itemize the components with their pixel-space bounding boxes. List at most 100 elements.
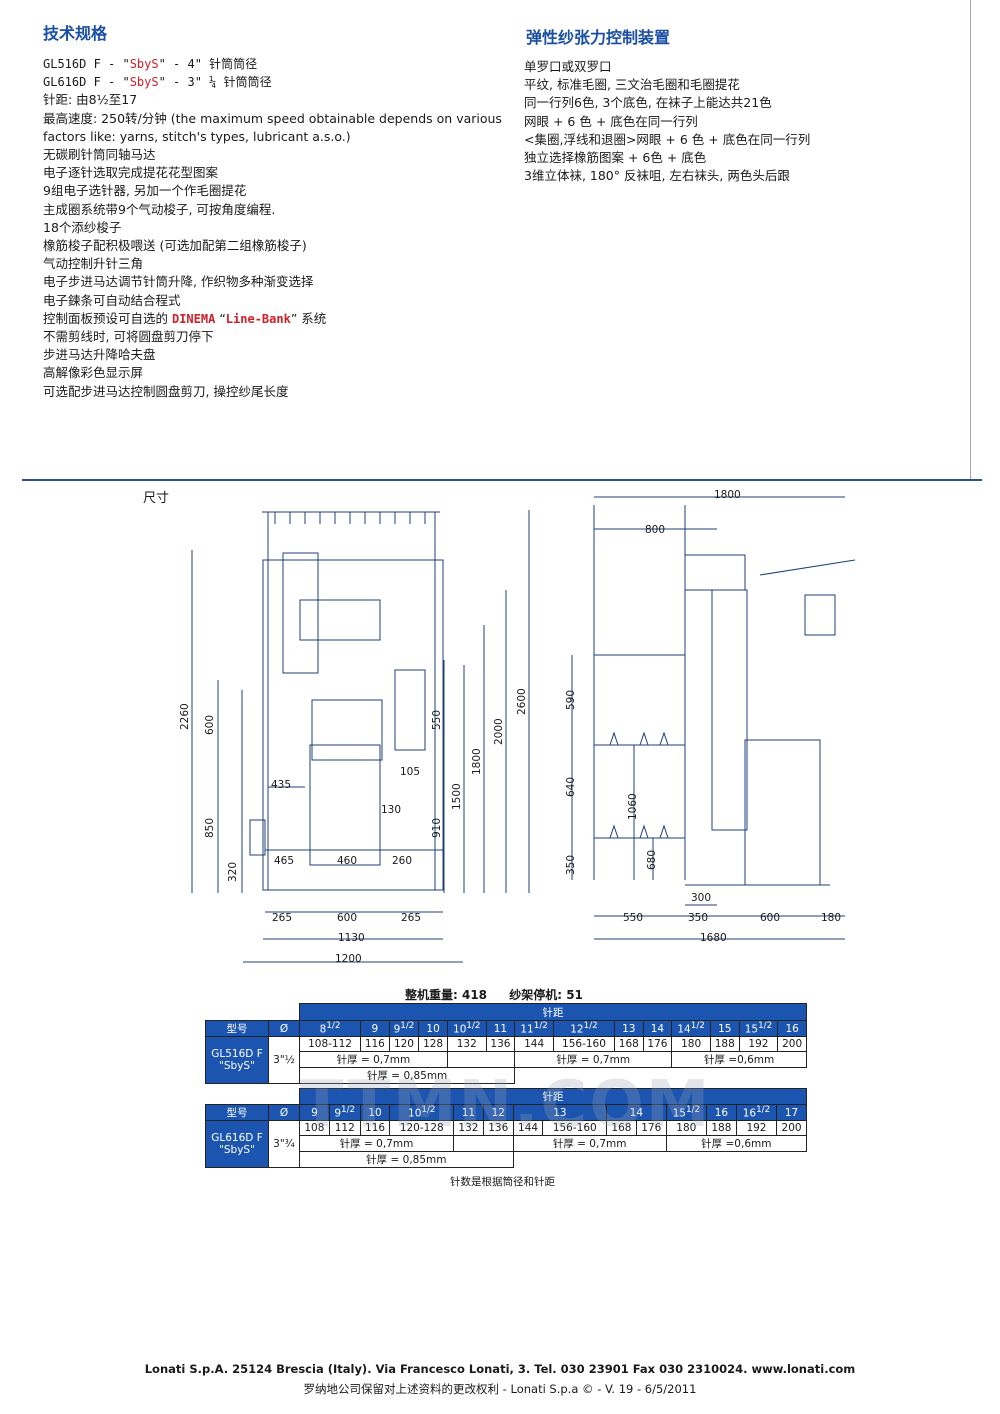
needle-cell: 128 <box>418 1036 448 1052</box>
gauge-cell: 11 <box>453 1104 484 1121</box>
gauge-cell: 151/2 <box>738 1020 779 1037</box>
gauge-cell: 81/2 <box>298 1020 362 1037</box>
dim-600-width: 600 <box>337 912 357 924</box>
front-dimension-labels: 2260 600 850 320 2600 2000 1800 1500 550… <box>179 688 528 965</box>
table1-thickness-b: 针厚 = 0,7mm <box>514 1051 673 1068</box>
dim-side-800: 800 <box>645 524 665 536</box>
spec-line: factors like: yarns, stitch's types, lub… <box>43 128 351 144</box>
tension-line: 同一行列6色, 3个底色, 在袜子上能达共21色 <box>524 95 772 111</box>
table2-empty <box>513 1152 806 1168</box>
dim-2260: 2260 <box>179 703 191 730</box>
spec-title: 技术规格 <box>43 24 108 43</box>
needle-cell: 188 <box>709 1036 740 1052</box>
front-pipe <box>282 552 319 674</box>
dim-side-350: 350 <box>688 912 708 924</box>
table2-thickness-d: 针厚 = 0,85mm <box>299 1151 514 1168</box>
tension-title: 弹性纱张力控制装置 <box>526 28 671 47</box>
gauge-cell: 151/2 <box>665 1104 707 1121</box>
gauge-cell: 10 <box>359 1104 391 1121</box>
front-side-box <box>249 819 266 856</box>
dinema-quote-open: “ <box>215 310 226 326</box>
front-body <box>309 744 381 866</box>
dim-465: 465 <box>274 855 294 867</box>
front-frame <box>262 559 444 891</box>
footer-copyright: 罗纳地公司保留对上述资料的更改权利 - Lonati S.p.a © - V. … <box>303 1382 697 1396</box>
dim-side-550: 550 <box>623 912 643 924</box>
side-column <box>711 589 748 831</box>
dim-460: 460 <box>337 855 357 867</box>
spec-line: 电子步进马达调节针筒升降, 作织物多种渐变选择 <box>43 274 314 290</box>
dim-265-left: 265 <box>272 912 292 924</box>
spec-line: 电子鍊条可自动结合程式 <box>43 292 181 308</box>
gauge-cell: 161/2 <box>735 1104 778 1121</box>
table1-diameter: 3"½ <box>268 1036 300 1084</box>
needle-cell: 136 <box>485 1036 516 1052</box>
table2-diameter: 3"¾ <box>268 1120 300 1168</box>
gauge-cell: 111/2 <box>514 1020 554 1037</box>
needle-cell: 156-160 <box>552 1036 616 1052</box>
tension-line: 3维立体袜, 180° 反袜咀, 左右袜头, 两色头后跟 <box>524 168 790 184</box>
dim-side-680: 680 <box>646 850 658 870</box>
model1-line: GL516D F - "SbyS" - 4" 针筒筒径 <box>43 55 502 73</box>
gauge-table-gl616: 针距 型号 Ø 9 91/2 10 101/2 11 12 13 14 151/… <box>205 1088 808 1168</box>
side-view <box>571 496 856 940</box>
gauge-cell: 9 <box>360 1020 390 1037</box>
dinema-prefix: 控制面板预设可自选的 <box>43 310 172 326</box>
gauge-cell: 10 <box>418 1020 448 1037</box>
spec-line: 9组电子选针器, 另加一个作毛圈提花 <box>43 183 247 199</box>
spec-line: 气动控制升针三角 <box>43 256 144 272</box>
tension-line: <集圈,浮线和退圈>网眼 + 6 色 + 底色在同一行列 <box>524 131 811 147</box>
dim-side-1800: 1800 <box>714 489 741 501</box>
dim-side-640: 640 <box>565 777 577 797</box>
dim-1500: 1500 <box>451 783 463 810</box>
tension-line: 网眼 + 6 色 + 底色在同一行列 <box>524 113 698 129</box>
needle-cell: 200 <box>777 1036 807 1052</box>
gauge-cell: 141/2 <box>671 1020 711 1037</box>
tension-line: 独立选择橡筋图案 + 6色 + 底色 <box>524 150 707 166</box>
side-tension-unit <box>804 594 836 636</box>
dim-1200: 1200 <box>335 953 362 965</box>
side-cabinet <box>744 739 821 886</box>
needle-cell: 188 <box>705 1120 737 1136</box>
model2-sbys: SbyS <box>129 75 159 90</box>
gauge-cell: 91/2 <box>388 1020 420 1037</box>
model2-suffix: " - 3" ¼ 针筒筒径 <box>158 75 272 90</box>
front-yarn-guides <box>274 512 426 524</box>
model1-suffix: " - 4" 针筒筒径 <box>158 57 258 71</box>
needle-cell: 116 <box>360 1036 390 1052</box>
gauge-cell: 16 <box>705 1104 737 1121</box>
dim-910: 910 <box>431 818 443 838</box>
table1-blank <box>446 1051 516 1068</box>
needle-cell: 108 <box>299 1120 330 1136</box>
dim-550: 550 <box>431 710 443 730</box>
tension-list: 单罗口或双罗口 平纹, 标准毛圈, 三文治毛圈和毛圈提花 同一行列6色, 3个底… <box>524 58 810 185</box>
dim-435: 435 <box>271 779 291 791</box>
model1-sbys: SbyS <box>129 57 159 71</box>
table1-model: GL516D F"SbyS" <box>205 1036 269 1084</box>
gauge-cell: 101/2 <box>389 1104 455 1121</box>
side-arm <box>759 559 856 576</box>
spec-line: 针距: 由8½至17 <box>43 92 138 108</box>
dim-1130: 1130 <box>338 932 365 944</box>
dim-side-180: 180 <box>821 912 841 924</box>
dim-265-right: 265 <box>401 912 421 924</box>
table2-col-diam: Ø <box>268 1104 300 1121</box>
table2-thickness-b: 针厚 = 0,7mm <box>512 1135 667 1152</box>
front-view <box>191 510 530 963</box>
line-bank-name: Line-Bank <box>225 311 291 326</box>
side-cones <box>609 731 669 839</box>
dim-320: 320 <box>227 862 239 882</box>
table1-thickness-c: 针厚 =0,6mm <box>671 1051 807 1068</box>
dim-2000: 2000 <box>493 718 505 745</box>
dim-600: 600 <box>204 715 216 735</box>
table2-col-model: 型号 <box>205 1104 269 1121</box>
dim-side-300: 300 <box>691 892 711 904</box>
section-divider <box>22 479 982 481</box>
needle-cell: 112 <box>328 1120 361 1136</box>
spec-line: 电子逐针选取完成提花花型图案 <box>43 165 219 181</box>
spec-line: 步进马达升降哈夫盘 <box>43 347 156 363</box>
model2-line: GL616D F - "SbyS" - 3" ¼ 针筒筒径 <box>43 73 502 91</box>
spec-line: 橡筋梭子配积极喂送 (可选加配第二组橡筋梭子) <box>43 238 307 254</box>
table1-col-diam: Ø <box>268 1020 300 1037</box>
